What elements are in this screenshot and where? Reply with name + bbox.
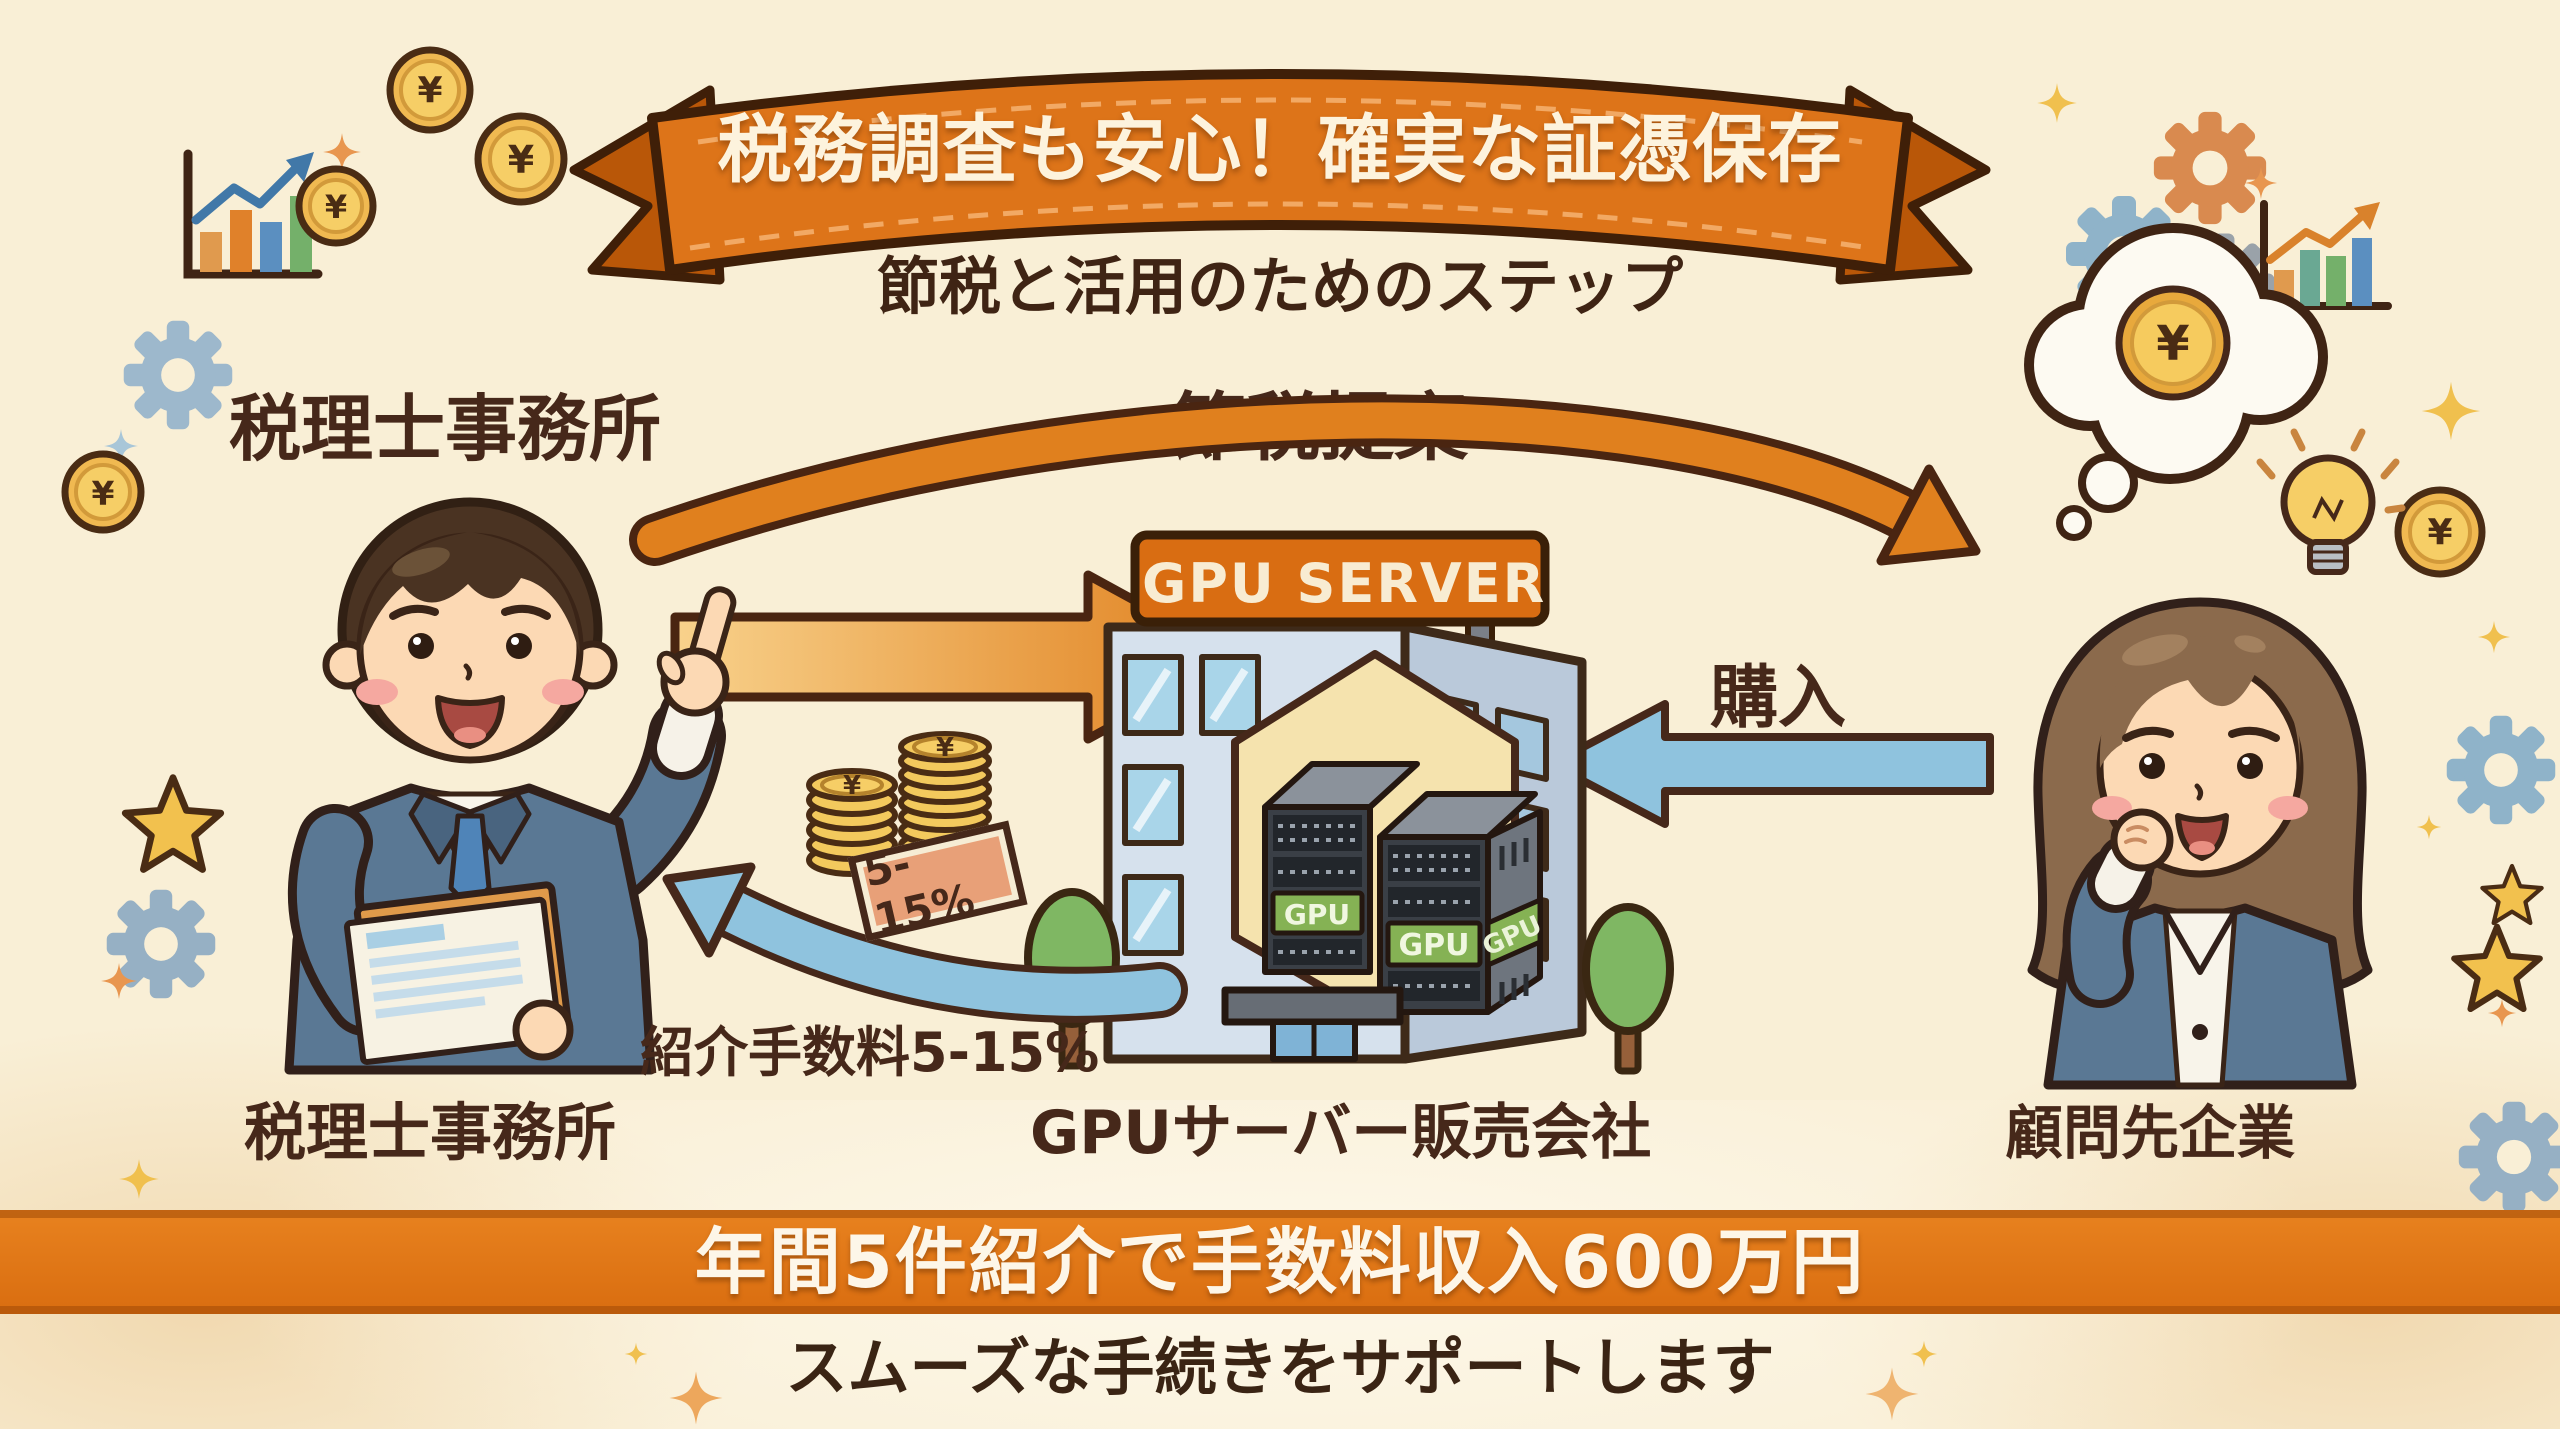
yen-symbol: ¥ xyxy=(2156,316,2189,372)
yen-symbol: ¥ xyxy=(92,474,115,513)
sparkle-icon xyxy=(302,112,342,152)
page-title: 税務調査も安心！確実な証憑保存 xyxy=(717,107,1843,193)
sparkle-icon xyxy=(2227,149,2261,183)
coin-icon: ¥ xyxy=(295,165,377,247)
thought-bubble: ¥ xyxy=(2024,223,2328,541)
yen-symbol: ¥ xyxy=(843,771,861,801)
building-sign-text: GPU SERVER xyxy=(1142,552,1547,615)
gpu-rack: GPU xyxy=(1262,761,1420,975)
sparkle-icon xyxy=(81,943,119,981)
yen-symbol: ¥ xyxy=(508,138,534,182)
ribbon-plate xyxy=(647,69,1913,275)
gear-icon xyxy=(62,259,178,375)
coin-icon: ¥ xyxy=(61,450,145,534)
tree-icon xyxy=(1582,903,1674,1075)
client-character xyxy=(2027,597,2373,1090)
sparkle-icon xyxy=(2015,61,2057,103)
gpu-server-sign xyxy=(1130,530,1550,627)
purchase-arrow xyxy=(1547,700,1994,828)
label-tax-office-bottom: 税理士事務所 xyxy=(243,1096,616,1169)
building-awning xyxy=(1221,986,1404,1026)
bar-chart-icon-right xyxy=(2260,200,2392,310)
coin-icon: ¥ xyxy=(2394,486,2486,578)
label-vendor: GPUサーバー販売会社 xyxy=(1030,1098,1652,1168)
holding-hand xyxy=(512,999,574,1061)
documents xyxy=(343,881,573,1065)
star-icon xyxy=(57,710,173,826)
tax-accountant-character xyxy=(284,497,737,1075)
yen-symbol: ¥ xyxy=(325,188,347,226)
yen-symbol: ¥ xyxy=(2427,513,2452,554)
gpu-rack-label: GPU xyxy=(1399,928,1470,963)
gear-icon xyxy=(45,828,161,944)
fee-tag-text: 5-15% xyxy=(859,836,1012,944)
label-tax-office-top: 税理士事務所 xyxy=(228,387,661,471)
bar-chart-icon-left xyxy=(183,149,323,279)
yen-symbol: ¥ xyxy=(417,71,442,112)
sparkle-icon xyxy=(97,1137,139,1179)
title-ribbon xyxy=(569,69,1991,285)
referral-arrow xyxy=(662,862,1188,1023)
mouth xyxy=(435,695,505,749)
coin-icon: ¥ xyxy=(474,112,568,206)
sparkle-icon xyxy=(2460,603,2494,637)
page-subtitle: 節税と活用のためのステップ xyxy=(876,250,1683,323)
yen-symbol: ¥ xyxy=(936,733,954,763)
proposal-arrow xyxy=(629,394,1981,566)
label-referral-fee: 紹介手数料5-15% xyxy=(640,1021,1100,1084)
sparkle-icon xyxy=(85,410,121,446)
sparkle-icon xyxy=(2472,983,2502,1013)
gpu-rack-label: GPU xyxy=(1284,898,1350,931)
support-text: スムーズな手続きをサポートします xyxy=(785,1331,1775,1404)
idea-lightbulb-icon xyxy=(2256,428,2406,575)
coin-icon: ¥ xyxy=(386,46,474,134)
label-client: 顧問先企業 xyxy=(2004,1099,2295,1167)
highlight-band: 年間5件紹介で手数料収入600万円 xyxy=(0,1210,2560,1314)
star-icon xyxy=(2389,349,2451,411)
label-purchase: 購入 xyxy=(1709,659,1846,738)
highlight-text: 年間5件紹介で手数料収入600万円 xyxy=(694,1220,1866,1304)
gp u-building: GPU GPU GPU xyxy=(1103,530,1587,1064)
gpu-rack: GPU GPU xyxy=(1377,791,1547,1015)
